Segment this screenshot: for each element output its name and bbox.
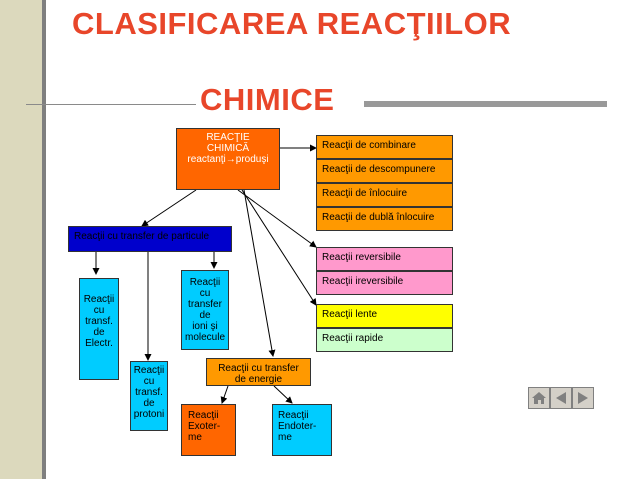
- energy-line1: Reacţii cu transfer: [218, 363, 299, 374]
- exothermic-reactions-box: Reacţii Exoter- me: [181, 404, 236, 456]
- ions-line6: molecule: [184, 332, 226, 343]
- endo-line1: Reacţii: [278, 410, 309, 421]
- next-slide-button[interactable]: [572, 387, 594, 409]
- center-box-line1: REACŢIE: [206, 132, 250, 143]
- fast-reactions-label: Reacţii rapide: [322, 333, 384, 344]
- ions-line2: cu: [199, 288, 211, 299]
- endo-line2: Endoter-: [278, 421, 317, 432]
- irreversible-reactions-box: Reacţii ireversibile: [316, 271, 453, 295]
- energy-transfer-box: Reacţii cu transfer de energie: [206, 358, 311, 386]
- ions-line1: Reacţii: [189, 277, 221, 288]
- ion-molecule-transfer-box: Reacţii cu transfer de ioni şi molecule: [181, 270, 229, 350]
- proton-line2: cu: [143, 376, 155, 387]
- double-substitution-reactions-box: Reacţii de dublă înlocuire: [316, 207, 453, 231]
- reversible-reactions-box: Reacţii reversibile: [316, 247, 453, 271]
- title-rule-right: [364, 101, 607, 107]
- ions-line3: transfer: [188, 299, 222, 310]
- decomposition-reactions-label: Reacţii de descompunere: [322, 164, 436, 175]
- double-substitution-reactions-label: Reacţii de dublă înlocuire: [322, 212, 435, 223]
- electron-line4: de: [93, 327, 105, 338]
- previous-slide-button[interactable]: [550, 387, 572, 409]
- combination-reactions-label: Reacţii de combinare: [322, 140, 416, 151]
- electron-line5: Electr.: [85, 338, 113, 349]
- title-rule-left: [26, 104, 196, 105]
- chemical-reaction-box: REACŢIE CHIMICĂ reactanţi→produşi: [176, 128, 280, 190]
- decorative-left-line: [42, 0, 46, 479]
- proton-transfer-box: Reacţii cu transf. de protoni: [130, 361, 168, 431]
- slide-title-line2: CHIMICE: [200, 82, 335, 117]
- slide-title-line1: CLASIFICAREA REACŢIILOR: [72, 6, 512, 41]
- substitution-reactions-box: Reacţii de înlocuire: [316, 183, 453, 207]
- home-icon: [532, 392, 546, 404]
- electron-transfer-box: Reacţii cu transf. de Electr.: [79, 278, 119, 380]
- ions-line5: ioni şi: [192, 321, 218, 332]
- proton-line1: Reacţii: [133, 365, 165, 376]
- slow-reactions-label: Reacţii lente: [322, 309, 378, 320]
- back-arrow-icon: [556, 392, 566, 404]
- particle-transfer-label: Reacţii cu transfer de particule: [74, 231, 210, 242]
- ions-line4: de: [199, 310, 211, 321]
- combination-reactions-box: Reacţii de combinare: [316, 135, 453, 159]
- proton-line3: transf.: [135, 387, 163, 398]
- substitution-reactions-label: Reacţii de înlocuire: [322, 188, 408, 199]
- exo-line2: Exoter-: [188, 421, 221, 432]
- energy-line2: de energie: [234, 374, 283, 385]
- decorative-left-bar: [0, 0, 42, 479]
- fast-reactions-box: Reacţii rapide: [316, 328, 453, 352]
- electron-line2: cu: [93, 305, 105, 316]
- endothermic-reactions-box: Reacţii Endoter- me: [272, 404, 332, 456]
- exo-line3: me: [188, 432, 202, 443]
- decomposition-reactions-box: Reacţii de descompunere: [316, 159, 453, 183]
- reversible-reactions-label: Reacţii reversibile: [322, 252, 401, 263]
- proton-line5: protoni: [133, 409, 165, 420]
- center-box-line3: reactanţi→produşi: [187, 154, 269, 165]
- electron-line3: transf.: [85, 316, 113, 327]
- exo-line1: Reacţii: [188, 410, 219, 421]
- electron-line1: Reacţii: [83, 294, 115, 305]
- home-button[interactable]: [528, 387, 550, 409]
- proton-line4: de: [143, 398, 155, 409]
- endo-line3: me: [278, 432, 292, 443]
- forward-arrow-icon: [578, 392, 588, 404]
- center-box-line2: CHIMICĂ: [206, 143, 250, 154]
- particle-transfer-box: Reacţii cu transfer de particule: [68, 226, 232, 252]
- irreversible-reactions-label: Reacţii ireversibile: [322, 276, 404, 287]
- slow-reactions-box: Reacţii lente: [316, 304, 453, 328]
